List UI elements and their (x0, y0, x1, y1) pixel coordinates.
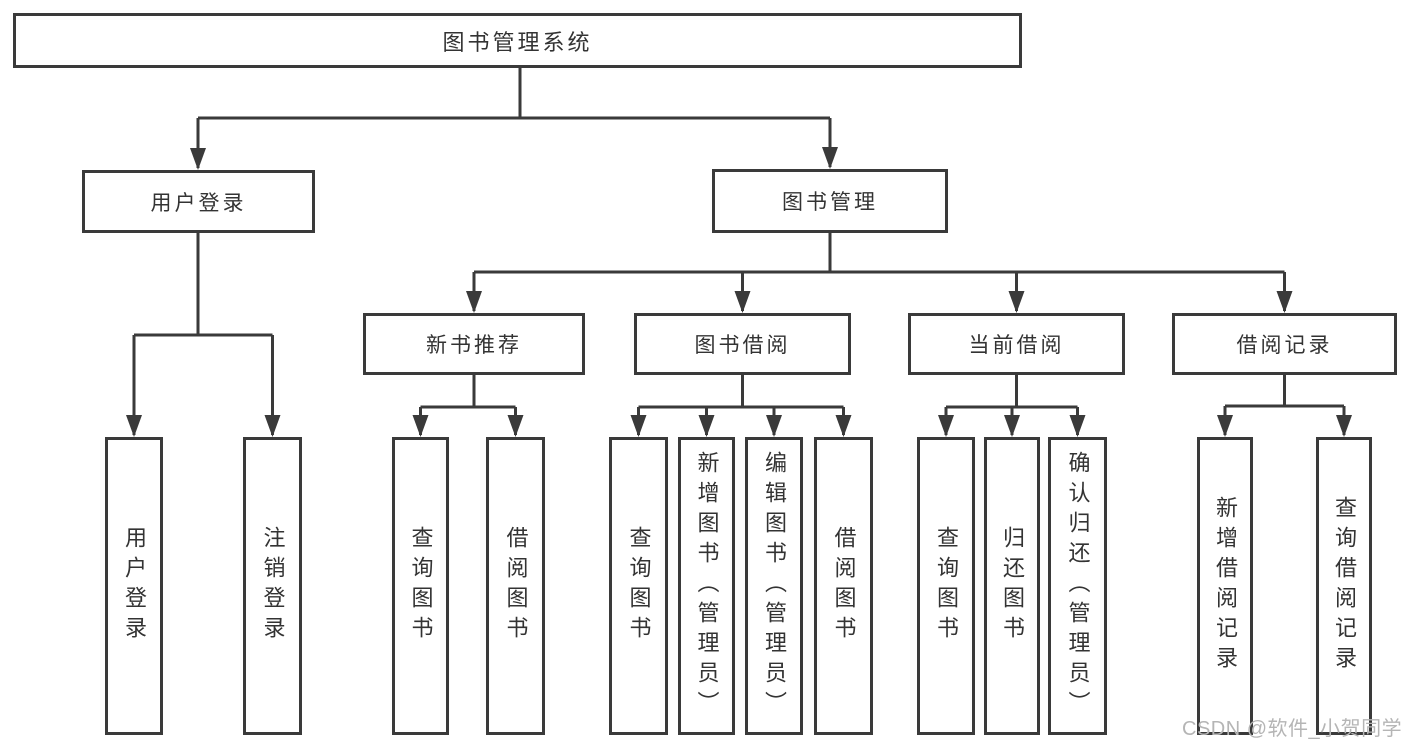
node-label: 用户登录 (150, 191, 247, 215)
node-label: 新书推荐 (426, 334, 522, 357)
node-new-book-recommend: 新书推荐 (363, 313, 585, 375)
node-label: 借阅图书 (503, 526, 529, 646)
node-label: 借阅图书 (831, 526, 857, 646)
node-leaf-query-borrow-record: 查询借阅记录 (1316, 437, 1372, 735)
node-current-borrowing: 当前借阅 (908, 313, 1125, 375)
node-leaf-borrow-books-borrowing: 借阅图书 (814, 437, 873, 735)
node-leaf-add-books-admin: 新增图书（管理员） (678, 437, 735, 735)
node-leaf-confirm-return-admin: 确认归还（管理员） (1048, 437, 1107, 735)
node-label: 图书管理系统 (442, 29, 593, 55)
node-label: 当前借阅 (968, 334, 1065, 357)
node-label: 编辑图书（管理员） (762, 451, 787, 721)
node-label: 新增图书（管理员） (694, 451, 720, 721)
node-label: 用户登录 (122, 526, 147, 646)
node-leaf-query-books-borrowing: 查询图书 (609, 437, 668, 735)
node-label: 确认归还（管理员） (1065, 451, 1091, 721)
node-label: 图书借阅 (694, 334, 791, 357)
node-leaf-edit-books-admin: 编辑图书（管理员） (745, 437, 803, 735)
node-leaf-add-borrow-record: 新增借阅记录 (1197, 437, 1253, 735)
node-label: 新增借阅记录 (1213, 496, 1238, 676)
node-label: 借阅记录 (1236, 334, 1333, 357)
node-leaf-borrow-books-recommend: 借阅图书 (486, 437, 545, 735)
node-library-system-root: 图书管理系统 (13, 13, 1022, 68)
node-leaf-logout: 注销登录 (243, 437, 302, 735)
node-label: 查询图书 (934, 526, 959, 646)
node-label: 图书管理 (782, 191, 878, 214)
node-label: 查询图书 (408, 526, 434, 646)
node-label: 查询借阅记录 (1332, 496, 1357, 676)
node-book-management: 图书管理 (712, 169, 948, 233)
node-leaf-query-books-current: 查询图书 (917, 437, 975, 735)
node-label: 归还图书 (1000, 526, 1025, 646)
node-leaf-user-login: 用户登录 (105, 437, 163, 735)
csdn-watermark: CSDN @软件_小贺同学 (1182, 718, 1403, 740)
node-label: 注销登录 (260, 526, 286, 646)
node-leaf-query-books-recommend: 查询图书 (392, 437, 449, 735)
node-label: 查询图书 (626, 526, 652, 646)
node-book-borrowing: 图书借阅 (634, 313, 851, 375)
node-borrow-records: 借阅记录 (1172, 313, 1397, 375)
node-leaf-return-books: 归还图书 (984, 437, 1040, 735)
node-user-login: 用户登录 (82, 170, 315, 233)
